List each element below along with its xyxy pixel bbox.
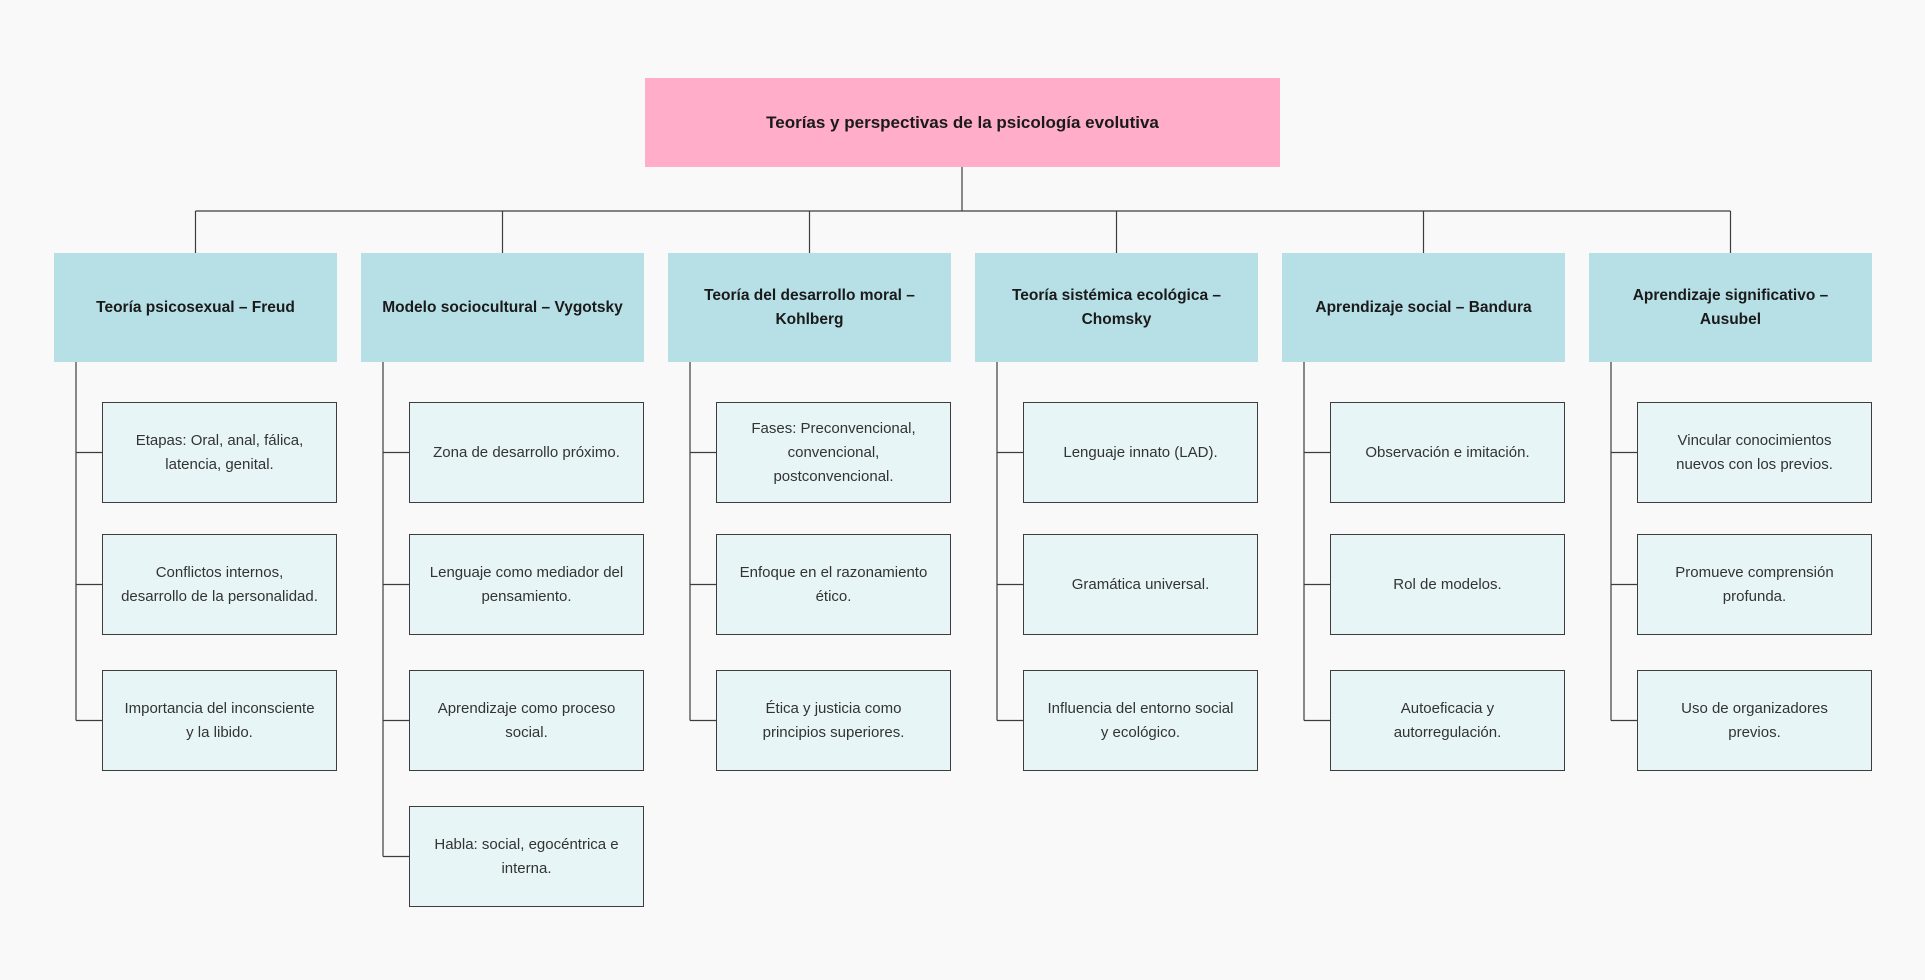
leaf-node: Gramática universal. bbox=[1023, 534, 1258, 635]
leaf-node: Zona de desarrollo próximo. bbox=[409, 402, 644, 503]
branch-node: Teoría sistémica ecológica – Chomsky bbox=[975, 253, 1258, 362]
leaf-node: Fases: Preconvencional, convencional, po… bbox=[716, 402, 951, 503]
leaf-node: Habla: social, egocéntrica e interna. bbox=[409, 806, 644, 907]
leaf-node: Ética y justicia como principios superio… bbox=[716, 670, 951, 771]
branch-node: Aprendizaje significativo – Ausubel bbox=[1589, 253, 1872, 362]
leaf-node: Conflictos internos, desarrollo de la pe… bbox=[102, 534, 337, 635]
leaf-node: Observación e imitación. bbox=[1330, 402, 1565, 503]
branch-node: Modelo sociocultural – Vygotsky bbox=[361, 253, 644, 362]
leaf-node: Aprendizaje como proceso social. bbox=[409, 670, 644, 771]
leaf-node: Vincular conocimientos nuevos con los pr… bbox=[1637, 402, 1872, 503]
leaf-node: Enfoque en el razonamiento ético. bbox=[716, 534, 951, 635]
branch-node: Teoría del desarrollo moral – Kohlberg bbox=[668, 253, 951, 362]
leaf-node: Uso de organizadores previos. bbox=[1637, 670, 1872, 771]
branch-node: Teoría psicosexual – Freud bbox=[54, 253, 337, 362]
branch-node: Aprendizaje social – Bandura bbox=[1282, 253, 1565, 362]
leaf-node: Autoeficacia y autorregulación. bbox=[1330, 670, 1565, 771]
leaf-node: Importancia del inconsciente y la libido… bbox=[102, 670, 337, 771]
leaf-node: Influencia del entorno social y ecológic… bbox=[1023, 670, 1258, 771]
leaf-node: Rol de modelos. bbox=[1330, 534, 1565, 635]
leaf-node: Lenguaje innato (LAD). bbox=[1023, 402, 1258, 503]
leaf-node: Promueve comprensión profunda. bbox=[1637, 534, 1872, 635]
root-node: Teorías y perspectivas de la psicología … bbox=[645, 78, 1280, 167]
leaf-node: Etapas: Oral, anal, fálica, latencia, ge… bbox=[102, 402, 337, 503]
leaf-node: Lenguaje como mediador del pensamiento. bbox=[409, 534, 644, 635]
